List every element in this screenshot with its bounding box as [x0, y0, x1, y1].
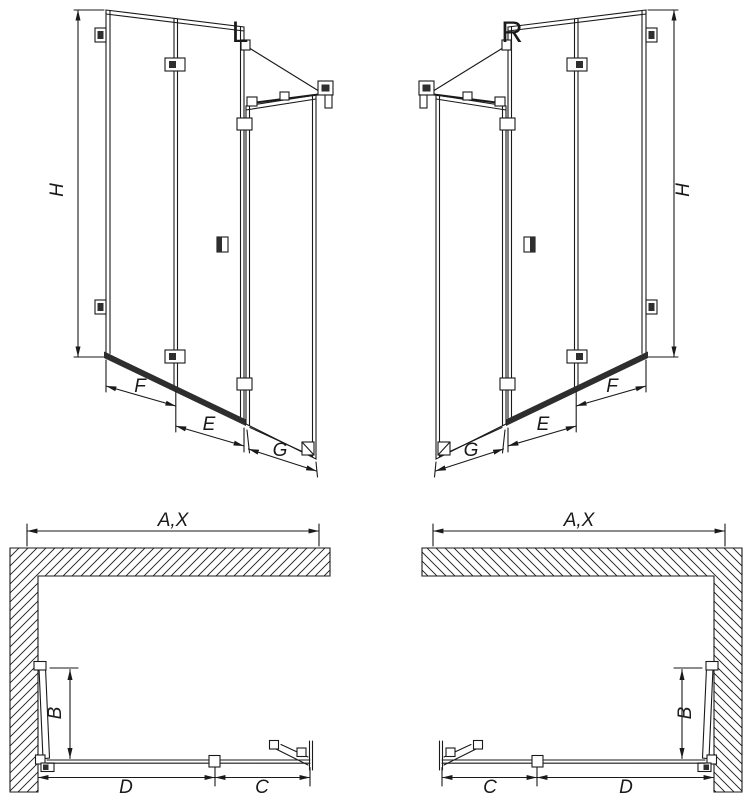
right-plan-drawing — [422, 524, 742, 792]
dimension-label-ax-left: A,X — [157, 510, 190, 531]
dimension-label-c-right: C — [483, 777, 497, 798]
dimension-label-g-right: G — [464, 440, 479, 461]
dimension-label-h-left: H — [47, 183, 68, 197]
dimension-label-f-right: F — [606, 376, 619, 397]
right-plan-labels: A,X B D C — [483, 510, 696, 798]
variant-label-right: R — [501, 16, 523, 49]
left-plan-drawing — [10, 524, 330, 792]
dimension-label-e-right: E — [537, 414, 550, 435]
dimension-label-g-left: G — [273, 440, 288, 461]
dimension-label-e-left: E — [203, 414, 216, 435]
left-elevation-drawing — [74, 10, 333, 477]
dimension-label-f-left: F — [134, 376, 147, 397]
left-elevation-labels: L H F E G — [47, 16, 287, 461]
right-elevation-drawing — [419, 10, 678, 477]
right-elevation-labels: R H F E G — [464, 16, 694, 461]
dimension-label-ax-right: A,X — [563, 510, 596, 531]
dimension-label-d-left: D — [119, 777, 133, 798]
dimension-label-h-right: H — [673, 183, 694, 197]
left-plan-labels: A,X B D C — [45, 510, 269, 798]
dimension-label-c-left: C — [255, 777, 269, 798]
dimension-label-b-left: B — [45, 706, 66, 719]
dimension-label-d-right: D — [619, 777, 633, 798]
variant-label-left: L — [232, 16, 249, 49]
dimension-label-b-right: B — [675, 706, 696, 719]
